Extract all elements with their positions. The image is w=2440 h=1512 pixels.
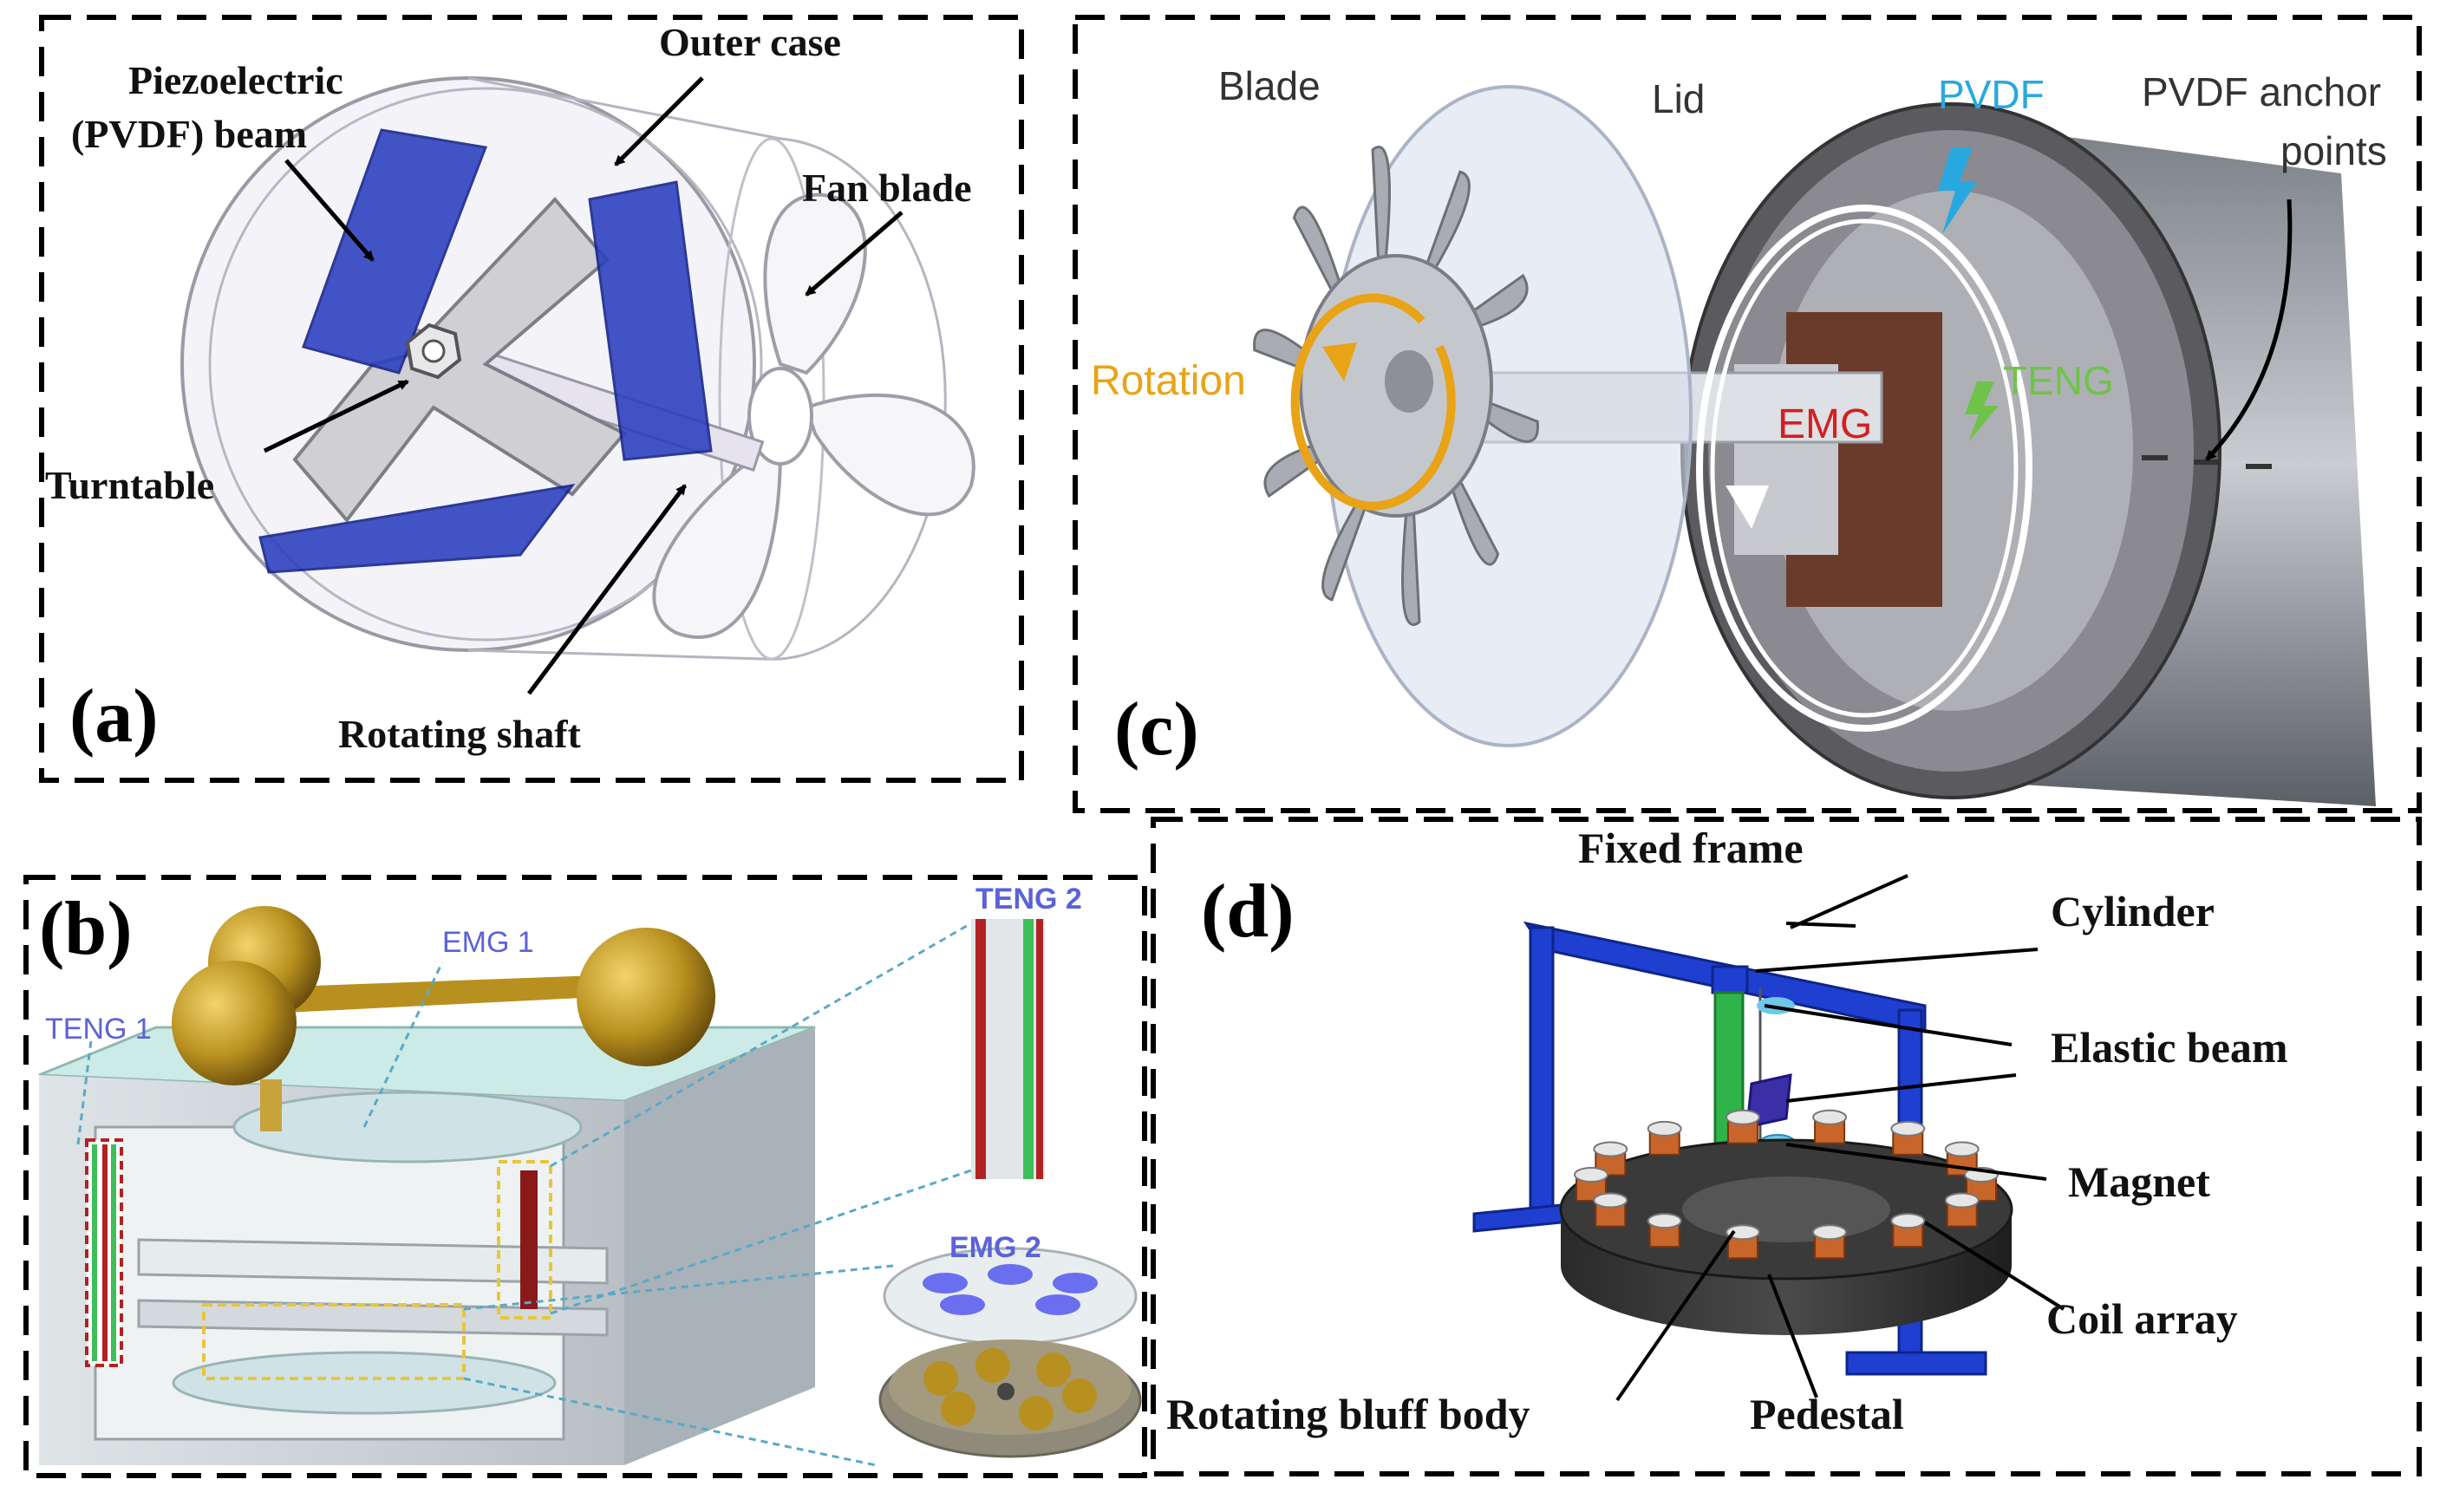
- coil-cap: [1647, 1213, 1682, 1229]
- label-teng: TENG: [2003, 358, 2114, 403]
- fan-blade: [652, 192, 975, 639]
- panel-a-border: [39, 15, 1024, 783]
- label-rotating-bluff-body: Rotating bluff body: [1166, 1390, 1530, 1438]
- coil-array: [1574, 1109, 1999, 1260]
- callout-lines: [76, 922, 972, 1467]
- panel-c-letter: (c): [1114, 688, 1199, 772]
- panel-d-letter: (d): [1201, 870, 1295, 954]
- coil-cap: [1593, 1192, 1628, 1209]
- label-emg1: EMG 1: [442, 926, 534, 959]
- label-rotating-shaft: Rotating shaft: [338, 712, 582, 756]
- label-pvdf-beam: (PVDF) beam: [71, 112, 307, 156]
- panel-c: Blade Lid PVDF PVDF anchor points Rotati…: [1073, 15, 2422, 813]
- label-lid: Lid: [1652, 76, 1705, 121]
- arrow-turntable: [263, 379, 409, 453]
- coil-cap: [1944, 1141, 1980, 1157]
- nut: [405, 323, 462, 380]
- label-teng2: TENG 2: [975, 883, 1082, 916]
- panel-d-border: [1151, 817, 2422, 1476]
- panel-a-letter: (a): [69, 675, 159, 759]
- internal-rotation-ring: [1696, 205, 2032, 732]
- label-elastic-beam: Elastic beam: [2051, 1023, 2288, 1072]
- label-magnet: Magnet: [2068, 1157, 2210, 1206]
- panel-a: Piezoelectric (PVDF) beam Outer case Fan…: [39, 15, 1024, 783]
- pedestal: [1559, 1138, 2013, 1335]
- panel-b-letter: (b): [39, 887, 133, 971]
- label-emg: EMG: [1778, 401, 1872, 447]
- label-pedestal: Pedestal: [1750, 1390, 1904, 1438]
- arrow-outer-case: [614, 76, 704, 166]
- coil-cap: [1725, 1109, 1760, 1125]
- cylinder-housing: [1680, 102, 2376, 806]
- label-coil-array: Coil array: [2046, 1294, 2238, 1343]
- label-fixed-frame: Fixed frame: [1578, 824, 1804, 872]
- arrow-fan-blade: [805, 211, 904, 297]
- coil-cap: [1593, 1141, 1628, 1157]
- panel-d: Fixed frame Cylinder Elastic beam Magnet…: [1151, 817, 2422, 1476]
- blade-bolt: [1385, 350, 1433, 413]
- label-emg2: EMG 2: [949, 1231, 1041, 1264]
- label-teng1: TENG 1: [45, 1013, 152, 1046]
- coil-cap: [1890, 1213, 1926, 1229]
- panel-d-pointers: [1615, 874, 2065, 1402]
- coil-cap: [1890, 1120, 1926, 1137]
- anemometer: [172, 906, 715, 1131]
- label-outer-case: Outer case: [659, 20, 841, 64]
- label-piezoelectric: Piezoelectric: [128, 58, 343, 102]
- coil-cap: [1944, 1192, 1980, 1209]
- teng2-detail: [971, 919, 1045, 1179]
- coil-cap: [1725, 1224, 1760, 1241]
- label-blade: Blade: [1218, 63, 1321, 108]
- label-fan-blade: Fan blade: [802, 166, 972, 210]
- anchor-slots: [2142, 455, 2272, 469]
- coil-cap: [1574, 1167, 1608, 1183]
- label-rotation: Rotation: [1091, 358, 1246, 404]
- arrow-piezo: [284, 159, 375, 262]
- teng-bolt-icon: [1965, 381, 1999, 442]
- arrow-anchor-points: [2205, 199, 2293, 461]
- generator-box: [38, 1026, 816, 1465]
- panel-b-border: [23, 875, 1147, 1478]
- label-cylinder: Cylinder: [2051, 887, 2215, 935]
- arrow-rotating-shaft: [527, 484, 687, 695]
- label-points: points: [2280, 128, 2387, 173]
- coil-cap: [1812, 1109, 1848, 1125]
- emg2-detail: [878, 1247, 1142, 1458]
- pvdf-bolt-icon: [1938, 147, 1977, 234]
- panel-c-border: [1073, 15, 2422, 813]
- pvdf-beams: [258, 128, 713, 574]
- coil-cap: [1647, 1120, 1682, 1137]
- label-pvdf-anchor: PVDF anchor: [2142, 69, 2381, 114]
- panel-b: EMG 1 TENG 1 TENG 2 EMG 2 (b): [23, 875, 1147, 1478]
- label-turntable: Turntable: [45, 463, 214, 507]
- coil-cap: [1812, 1224, 1848, 1241]
- label-pvdf: PVDF: [1938, 72, 2045, 117]
- rotation-arrow: [1290, 293, 1456, 511]
